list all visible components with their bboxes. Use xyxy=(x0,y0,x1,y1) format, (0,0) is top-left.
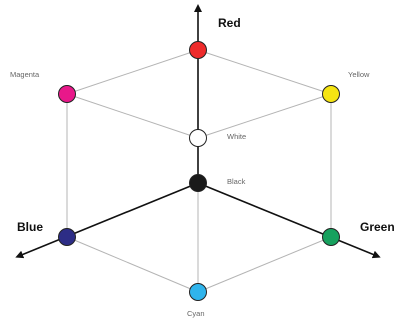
vertex-label-yellow: Yellow xyxy=(348,70,370,79)
vertex-blue xyxy=(58,228,76,246)
vertex-green xyxy=(322,228,340,246)
edge-blue-cyan xyxy=(66,236,199,293)
axis-label-green: Green xyxy=(360,220,395,234)
vertex-label-black: Black xyxy=(227,177,246,186)
vertex-black xyxy=(189,174,207,192)
vertex-label-cyan: Cyan xyxy=(187,309,205,318)
vertex-white xyxy=(189,129,207,147)
vertex-label-magenta: Magenta xyxy=(10,70,40,79)
axis-label-blue: Blue xyxy=(17,220,43,234)
vertex-yellow xyxy=(322,85,340,103)
edge-red-magenta xyxy=(66,49,199,95)
vertex-cyan xyxy=(189,283,207,301)
axis-label-red: Red xyxy=(218,16,241,30)
axis-blue xyxy=(15,182,199,259)
axis-green xyxy=(197,182,381,259)
edge-magenta-white xyxy=(66,93,199,139)
vertex-red xyxy=(189,41,207,59)
vertex-label-white: White xyxy=(227,132,246,141)
edge-red-yellow xyxy=(197,49,332,95)
edge-yellow-white xyxy=(197,93,332,139)
vertex-magenta xyxy=(58,85,76,103)
edge-green-cyan xyxy=(197,236,332,293)
